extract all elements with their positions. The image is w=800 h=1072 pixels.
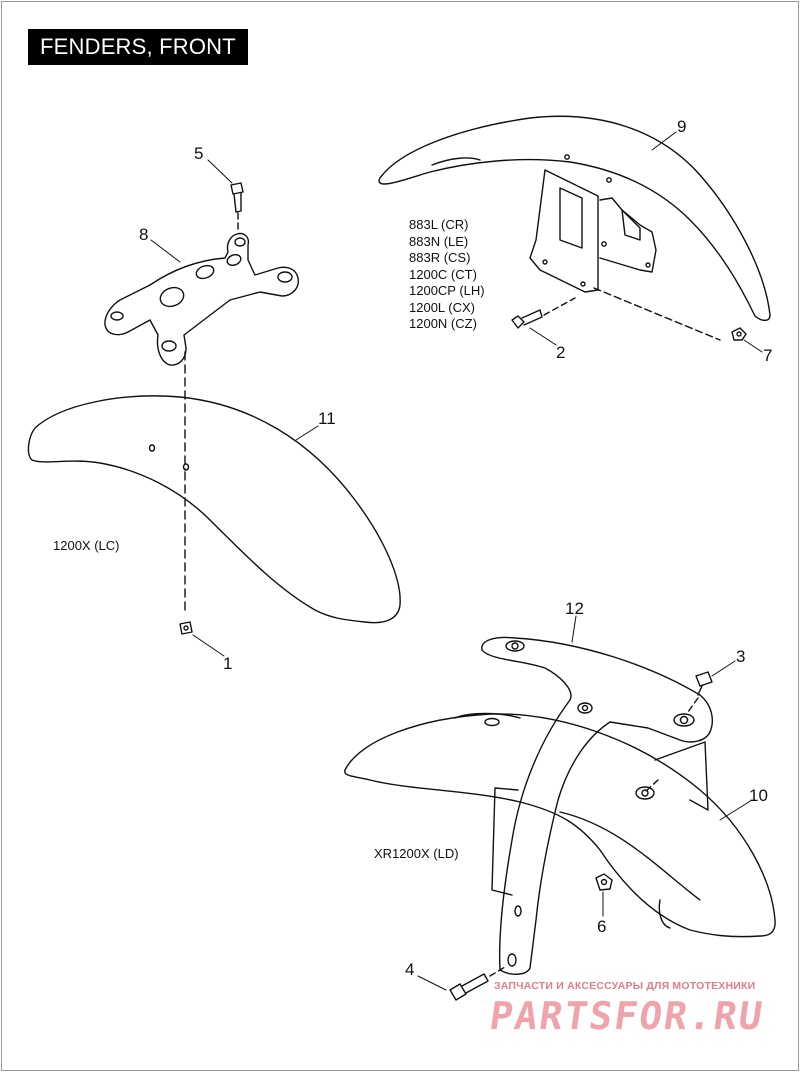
model-label: 883N (LE) <box>409 233 469 249</box>
callout-10: 10 <box>749 786 768 805</box>
screw-part-4 <box>449 966 506 1001</box>
watermark-tagline: ЗАПЧАСТИ И АКСЕССУАРЫ ДЛЯ МОТОТЕХНИКИ <box>494 980 756 992</box>
model-label-lc: 1200X (LC) <box>53 538 120 553</box>
callout-3: 3 <box>736 647 745 666</box>
screw-part-5 <box>230 182 244 233</box>
bracket-part-8 <box>104 232 299 471</box>
callout-9: 9 <box>677 117 686 136</box>
callout-4: 4 <box>405 960 414 979</box>
callout-5: 5 <box>194 144 203 163</box>
model-label: 883L (CR) <box>409 217 469 232</box>
fender-part-9 <box>378 115 771 341</box>
model-label: 1200L (CX) <box>409 299 475 315</box>
model-label: 1200C (CT) <box>409 266 477 282</box>
nut-part-6 <box>595 873 613 891</box>
screw-part-1 <box>179 621 193 635</box>
callout-7: 7 <box>763 346 772 365</box>
model-list-part-9: 883L (CR) 883N (LE) 883R (CS) 1200C (CT)… <box>409 217 485 333</box>
bracket-part-12 <box>481 636 713 975</box>
model-label: 1200N (CZ) <box>409 316 477 331</box>
page-title: FENDERS, FRONT <box>28 29 248 65</box>
nut-part-7 <box>731 327 747 341</box>
callout-numbers: 5 8 9 2 7 11 1 12 3 10 6 4 <box>139 117 772 979</box>
callout-2: 2 <box>556 343 565 362</box>
callout-8: 8 <box>139 225 148 244</box>
model-label: 883R (CS) <box>409 250 471 265</box>
model-label: 1200CP (LH) <box>409 283 485 298</box>
leader-lines <box>150 131 763 991</box>
watermark-brand: PARTSFOR.RU <box>486 994 767 1038</box>
screw-part-3 <box>687 671 713 713</box>
callout-11: 11 <box>318 409 336 428</box>
fender-part-11 <box>27 395 401 624</box>
screw-part-2 <box>511 297 576 329</box>
callout-1: 1 <box>223 654 232 673</box>
model-label-ld: XR1200X (LD) <box>374 846 459 861</box>
fender-part-10 <box>344 712 776 938</box>
callout-6: 6 <box>597 917 606 936</box>
callout-12: 12 <box>565 599 584 618</box>
